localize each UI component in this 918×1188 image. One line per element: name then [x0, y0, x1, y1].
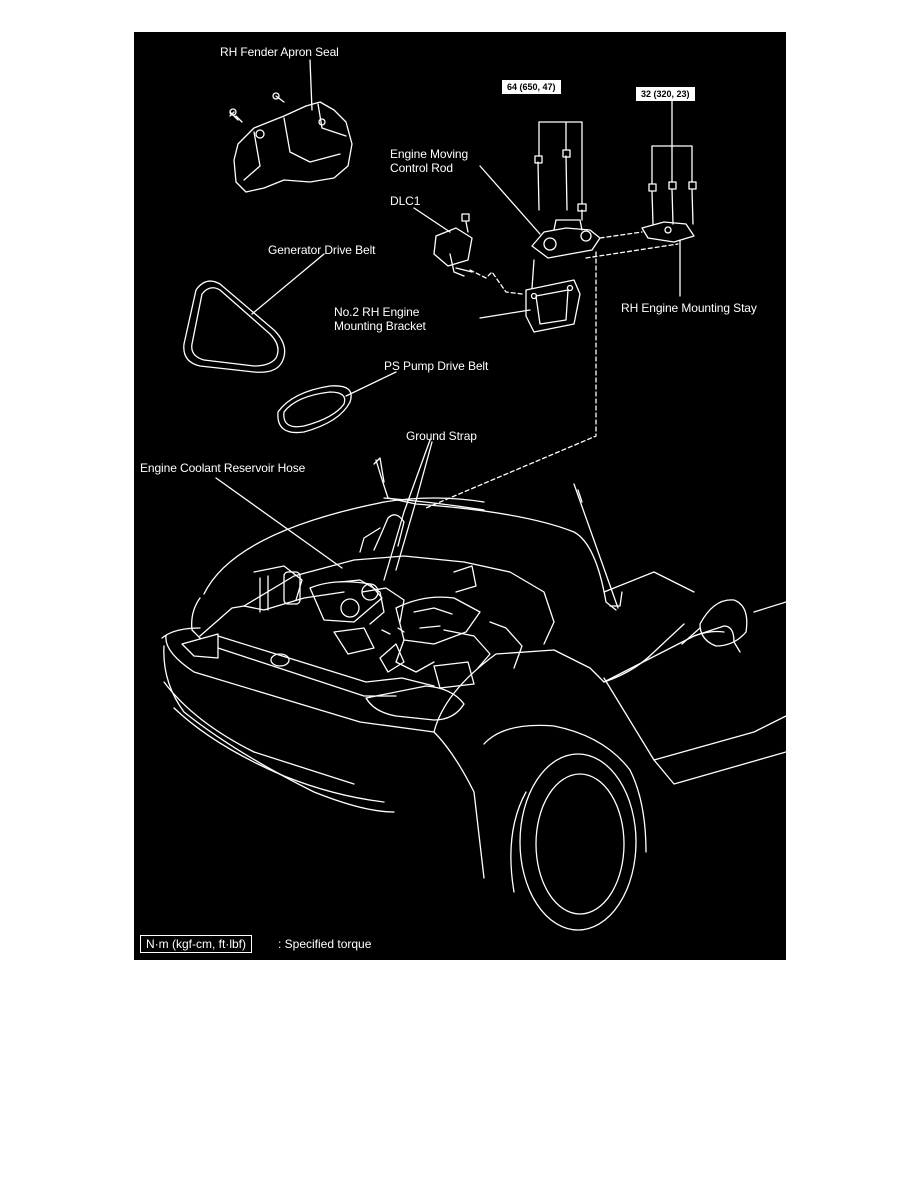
mounting-bracket-part — [525, 259, 581, 333]
leader-mounting-bracket — [479, 309, 531, 319]
label-ps-pump-drive-belt: PS Pump Drive Belt — [384, 359, 489, 373]
vehicle-front-art — [161, 457, 786, 931]
label-generator-drive-belt: Generator Drive Belt — [268, 243, 376, 257]
exploded-view-art — [161, 59, 786, 931]
label-dlc1: DLC1 — [390, 194, 421, 208]
label-control-rod: Control Rod — [390, 161, 453, 175]
leader-dlc1 — [413, 207, 451, 233]
ps-pump-drive-belt-part — [277, 385, 352, 434]
torque-64-leaders — [538, 121, 583, 205]
label-mounting-stay: RH Engine Mounting Stay — [621, 301, 757, 315]
leader-coolant-hose — [215, 477, 343, 569]
dlc1-part — [433, 213, 473, 277]
fender-apron-seal-part — [229, 92, 353, 193]
diagram-panel: RH Fender Apron Seal 64 (650, 47) 32 (32… — [134, 32, 786, 960]
leader-control-rod — [479, 165, 541, 235]
label-no2-bracket-line2: Mounting Bracket — [334, 319, 426, 333]
generator-drive-belt-part — [183, 280, 286, 373]
torque-box-mounting-stay: 32 (320, 23) — [636, 87, 695, 101]
label-engine-moving: Engine Moving — [390, 147, 469, 161]
stay-dashed-link — [585, 231, 679, 259]
leader-ps-belt — [345, 371, 397, 397]
leaders-ground-strap — [383, 439, 433, 581]
label-fender-apron-seal: RH Fender Apron Seal — [220, 45, 339, 59]
leader-generator-belt — [251, 253, 325, 315]
label-coolant-reservoir-hose: Engine Coolant Reservoir Hose — [140, 461, 306, 475]
torque-32-leaders — [651, 93, 693, 185]
control-rod-part — [531, 149, 601, 259]
mounting-stay-part — [641, 181, 697, 243]
label-ground-strap: Ground Strap — [406, 429, 477, 443]
torque-box-control-rod: 64 (650, 47) — [502, 80, 561, 94]
label-no2-bracket-line1: No.2 RH Engine — [334, 305, 420, 319]
leader-apron-seal — [309, 59, 313, 111]
dlc1-dashed-link — [469, 269, 523, 295]
legend-meaning: : Specified torque — [278, 937, 372, 951]
bracket-dashed-link — [425, 251, 597, 509]
legend-unit-box: N·m (kgf-cm, ft·lbf) — [140, 935, 252, 953]
